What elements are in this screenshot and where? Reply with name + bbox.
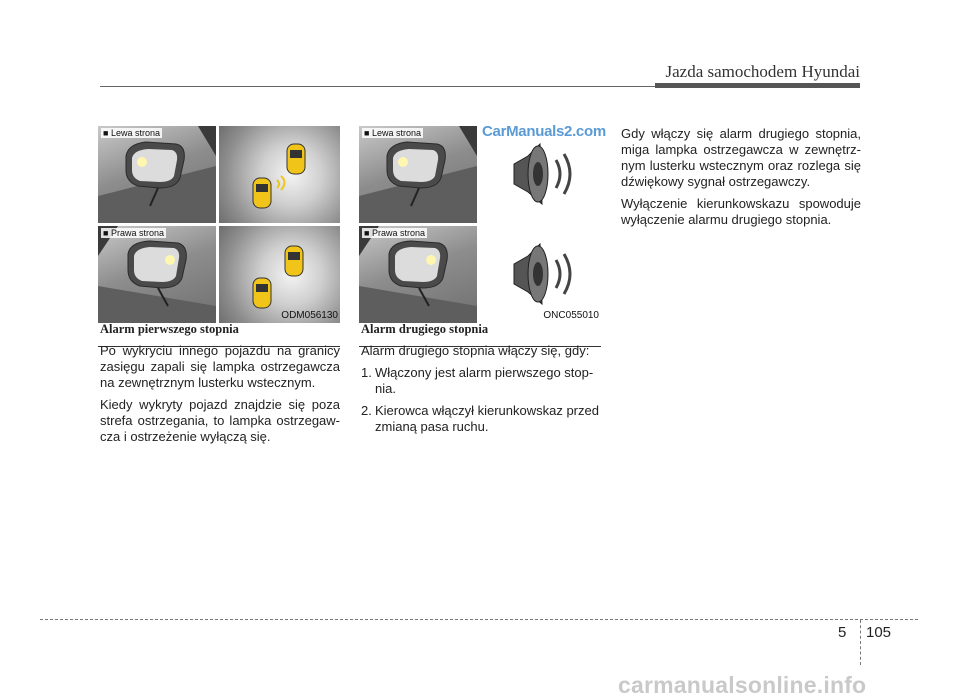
- side-mirror-image: [98, 226, 216, 323]
- traffic-scene-image: [219, 126, 340, 223]
- list-item: 2. Kierowca włączył kierunkowskaz przed …: [361, 403, 601, 435]
- figure-panel-left: ■ Lewa strona CarManuals2.com: [359, 123, 606, 223]
- label-right-side: ■ Prawa strona: [362, 228, 427, 238]
- side-mirror-image: [359, 126, 477, 223]
- chapter-number: 5: [838, 624, 847, 641]
- figure-first-stage-alarm: ■ Lewa strona ■ Prawa strona ODM056130: [98, 126, 340, 347]
- footer-rule: [40, 619, 918, 620]
- figure-second-stage-alarm: ■ Lewa strona CarManuals2.com ■ Prawa st…: [359, 123, 606, 347]
- column-continuation: Gdy włączy się alarm drugiego stopnia, m…: [621, 126, 861, 234]
- figure-code: ONC055010: [543, 310, 599, 321]
- header-rule-thick: [655, 83, 860, 88]
- column-second-stage: Alarm drugiego stopnia Alarm drugiego st…: [361, 321, 601, 441]
- list-number: 2.: [361, 403, 372, 418]
- watermark-text: CarManuals2.com: [482, 123, 606, 140]
- figure-panel-left: ■ Lewa strona: [98, 126, 340, 223]
- figure-code: ODM056130: [281, 310, 338, 321]
- speaker-icon: [480, 126, 601, 223]
- figure-panel-right: ■ Prawa strona ODM056130: [98, 226, 340, 323]
- list-item: 1. Włączony jest alarm pierwszego stop-n…: [361, 365, 601, 397]
- list-number: 1.: [361, 365, 372, 380]
- page-header-title: Jazda samochodem Hyundai: [665, 62, 861, 81]
- label-left-side: ■ Lewa strona: [362, 128, 423, 138]
- section-heading: Alarm drugiego stopnia: [361, 322, 489, 336]
- footer-divider: [860, 620, 861, 665]
- list-text: Włączony jest alarm pierwszego stop-nia.: [375, 365, 594, 396]
- speaker-icon: [480, 226, 601, 323]
- paragraph: Po wykryciu innego pojazdu na granicy za…: [100, 343, 340, 390]
- site-watermark: carmanualsonline.info: [618, 672, 867, 698]
- paragraph: Kiedy wykryty pojazd znajdzie się poza s…: [100, 397, 340, 444]
- figure-panel-right: ■ Prawa strona ONC055010: [359, 226, 601, 323]
- label-right-side: ■ Prawa strona: [101, 228, 166, 238]
- side-mirror-image: [359, 226, 477, 323]
- section-heading: Alarm pierwszego stopnia: [100, 322, 239, 336]
- paragraph: Gdy włączy się alarm drugiego stopnia, m…: [621, 126, 861, 189]
- side-mirror-image: [98, 126, 216, 223]
- column-first-stage: Alarm pierwszego stopnia Po wykryciu inn…: [100, 321, 340, 451]
- page-number: 105: [866, 624, 892, 641]
- traffic-scene-image: [219, 226, 340, 323]
- label-left-side: ■ Lewa strona: [101, 128, 162, 138]
- paragraph: Alarm drugiego stopnia włączy się, gdy:: [361, 343, 590, 358]
- paragraph: Wyłączenie kierunkowskazu spowoduje wyłą…: [621, 196, 861, 227]
- list-text: Kierowca włączył kierunkowskaz przed zmi…: [375, 403, 599, 434]
- header-rule: [100, 86, 655, 87]
